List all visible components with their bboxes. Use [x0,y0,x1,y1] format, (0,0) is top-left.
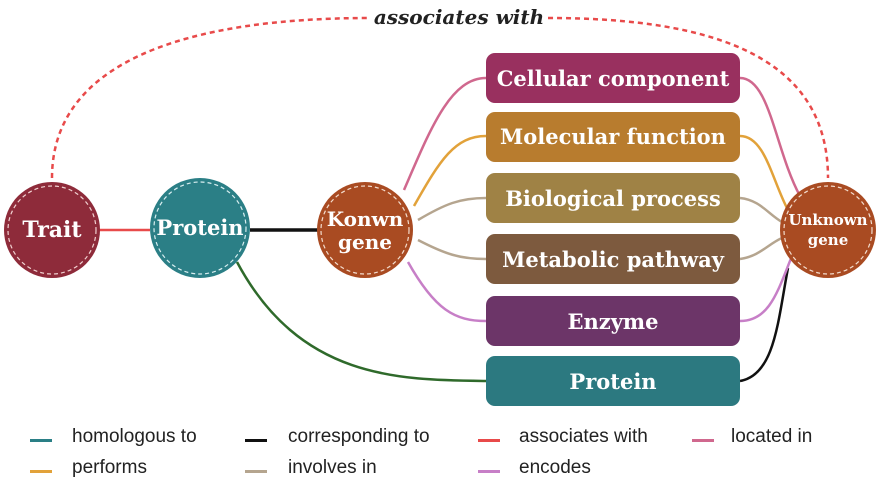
legend-swatch-performs [30,470,52,473]
box-biological-process[interactable]: Biological process [486,173,740,223]
edge-protein-proteinbox [235,261,487,383]
legend-swatch-corresponding [245,439,267,442]
node-protein-label: Protein [156,215,243,240]
edge-trait-unknown-associates [50,16,830,179]
box-metabolic-pathway-label: Metabolic pathway [502,247,725,272]
edge-known-metabolic [417,238,487,261]
box-enzyme[interactable]: Enzyme [486,296,740,346]
box-protein[interactable]: Protein [486,356,740,406]
box-molecular-function[interactable]: Molecular function [486,112,740,162]
edge-metabolic-unknown [739,236,783,261]
legend-swatch-encodes [478,470,500,473]
edge-proteinbox-unknowngene [739,267,790,383]
edge-known-molecular [412,134,487,207]
node-trait-label: Trait [22,217,82,243]
edge-known-cellular [402,76,487,191]
legend-swatch-involves [245,470,267,473]
box-cellular-component[interactable]: Cellular component [486,53,740,103]
legend-label-involves: involves in [288,457,377,478]
node-known-gene-line1: Konwn [327,207,404,231]
node-unknown-gene-line1: Unknown [788,211,867,229]
legend-label-homologous: homologous to [72,426,197,447]
edge-biological-unknown [739,196,783,224]
legend-label-performs: performs [72,457,147,478]
edge-known-biological [417,196,487,222]
node-known-gene[interactable]: Konwn gene [317,182,413,278]
node-protein[interactable]: Protein [150,178,250,278]
legend-swatch-located [692,439,714,442]
associates-with-label: associates with [374,5,544,29]
legend-label-corresponding: corresponding to [288,426,430,447]
box-cellular-component-label: Cellular component [497,66,730,91]
edge-known-enzyme [406,261,487,323]
legend-swatch-homologous [30,439,52,442]
node-unknown-gene[interactable]: Unknown gene [780,182,876,278]
legend-label-located: located in [731,426,813,447]
box-metabolic-pathway[interactable]: Metabolic pathway [486,234,740,284]
box-enzyme-label: Enzyme [568,309,659,334]
legend-label-associates: associates with [519,426,648,447]
node-unknown-gene-line2: gene [808,231,848,249]
edge-cellular-unknown [739,76,802,197]
legend-label-encodes: encodes [519,457,591,478]
edge-enzyme-unknown [739,255,794,323]
box-protein-label: Protein [569,369,656,394]
box-biological-process-label: Biological process [505,186,721,211]
node-known-gene-line2: gene [338,230,392,254]
legend-swatch-associates [478,439,500,442]
box-molecular-function-label: Molecular function [500,124,726,149]
edge-molecular-unknown [739,134,790,211]
node-trait[interactable]: Trait [4,182,100,278]
